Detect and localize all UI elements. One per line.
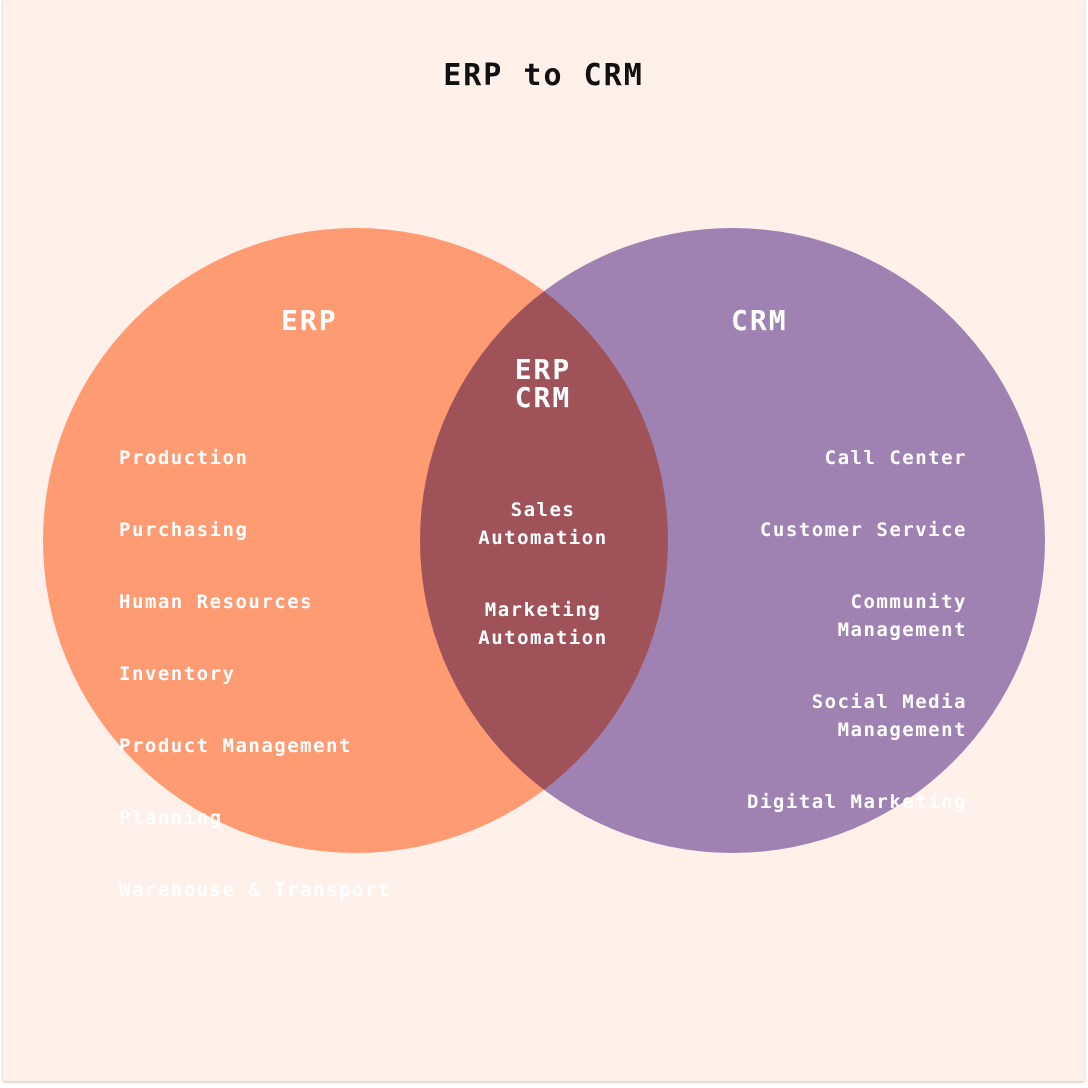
erp-item: Product Management	[119, 735, 352, 757]
crm-circle	[420, 228, 1045, 853]
erp-item: Inventory	[119, 663, 236, 685]
crm-items-list: Call Center Customer Service Community M…	[643, 416, 967, 860]
erp-item: Human Resources	[119, 591, 314, 613]
intersection-item: Sales Automation	[478, 499, 608, 549]
intersection-item: Marketing Automation	[478, 599, 608, 649]
erp-item: Production	[119, 447, 249, 469]
erp-set-label: ERP	[281, 304, 338, 337]
crm-item: Community Management	[837, 591, 967, 641]
intersection-items-list: Sales Automation Marketing Automation	[443, 468, 643, 696]
erp-item: Warehouse & Transport	[119, 879, 391, 901]
crm-item: Call Center	[824, 447, 967, 469]
crm-item: Customer Service	[759, 519, 967, 541]
crm-item: Digital Marketing	[747, 791, 967, 813]
erp-item: Planning	[119, 807, 223, 829]
intersection-set-label: ERP CRM	[514, 353, 572, 414]
crm-set-label: CRM	[731, 304, 788, 337]
erp-item: Purchasing	[119, 519, 249, 541]
venn-canvas: ERP to CRM ERP CRM ERP CRM Production Pu…	[3, 0, 1084, 1081]
erp-items-list: Production Purchasing Human Resources In…	[119, 416, 391, 948]
diagram-title: ERP to CRM	[443, 58, 644, 93]
crm-item: Social Media Management	[811, 691, 967, 741]
